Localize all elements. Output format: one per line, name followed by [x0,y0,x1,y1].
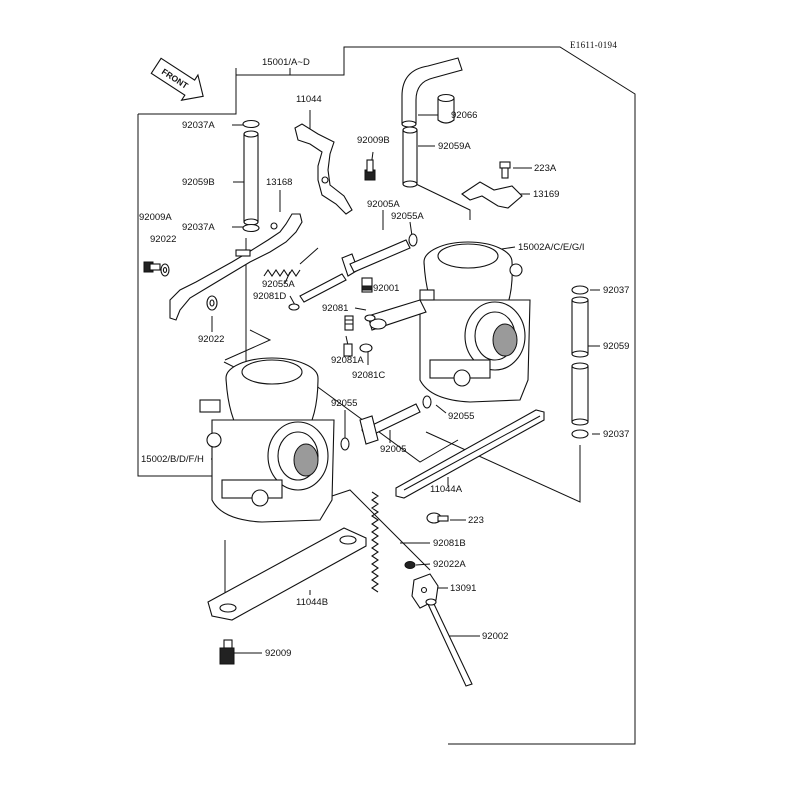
label-92009A: 92009A [139,212,172,223]
bracket-11044B [207,527,367,621]
jet-92081 [344,315,354,331]
choke-shaft [364,299,427,331]
spring-92081D [263,247,319,277]
bracket-11044A [395,409,545,499]
screw-92009 [219,639,235,665]
label-92009B: 92009B [357,135,390,146]
front-arrow: FRONT [150,57,204,101]
carburetor-15002B [199,357,335,523]
washer-92022-left [160,263,170,277]
screw-92009B [364,159,376,181]
label-92037-r2: 92037 [603,429,629,440]
label-92055-left: 92055 [331,398,357,409]
hose-92059-lower [571,362,589,426]
screw-223A [499,161,511,179]
label-92037A-mid: 92037A [182,222,215,233]
pipe-92005 [359,395,432,445]
screw-223 [426,512,449,524]
label-92081C: 92081C [352,370,385,381]
label-13091: 13091 [450,583,476,594]
label-11044: 11044 [296,94,322,105]
oring-92055A-mid [288,303,300,311]
label-15002B: 15002/B/D/F/H [141,454,204,465]
clip-92037A-mid [242,223,260,233]
label-92009: 92009 [265,648,291,659]
hose-92059A [402,126,418,188]
link-13168 [169,213,303,321]
label-11044A: 11044A [430,484,463,495]
label-92055A-top: 92055A [391,211,424,222]
assembly-outline [137,46,636,745]
vent-hose [401,57,463,128]
label-13168: 13168 [266,177,292,188]
clip-92037-upper [571,285,589,295]
screw-92009A [143,261,161,273]
label-223A: 223A [534,163,557,174]
label-92059A: 92059A [438,141,471,152]
diagram-code: E1611-0194 [570,40,617,50]
label-92037A-top: 92037A [182,120,215,131]
label-92022-mid: 92022 [198,334,224,345]
tube-92059B [243,130,259,226]
spring-92081B [371,491,379,593]
washer-92022-mid [206,295,218,311]
label-92081A: 92081A [331,355,364,366]
clip-92037A-top [242,119,260,129]
label-92081: 92081 [322,303,348,314]
clip-92037-lower [571,429,589,439]
label-15002A: 15002A/C/E/G/I [518,242,585,253]
label-223: 223 [468,515,484,526]
fitting-92001 [361,277,373,293]
label-92066: 92066 [451,110,477,121]
hose-cap [437,93,455,124]
bracket-11044 [294,123,353,215]
screw-92002 [425,598,473,687]
carburetor-15002A [419,241,531,403]
label-11044B: 11044B [296,597,328,608]
bracket-13169 [461,181,523,209]
label-92081B: 92081B [433,538,466,549]
label-92002: 92002 [482,631,508,642]
label-92059B: 92059B [182,177,215,188]
washer-92022A [404,561,416,569]
label-92022A: 92022A [433,559,466,570]
label-92001: 92001 [373,283,399,294]
label-92005A: 92005A [367,199,400,210]
hose-92059-upper [571,296,589,358]
jet-92081A-92081C [343,343,373,357]
label-92005: 92005 [380,444,406,455]
label-92055-right: 92055 [448,411,474,422]
label-92055A-mid: 92055A [262,279,295,290]
label-15001: 15001/A~D [262,57,310,68]
label-92059: 92059 [603,341,629,352]
label-13169: 13169 [533,189,559,200]
label-92081D: 92081D [253,291,286,302]
label-92037-r1: 92037 [603,285,629,296]
pipe-92005A [299,233,418,303]
oring-92055-left [340,437,350,451]
label-92022-left: 92022 [150,234,176,245]
